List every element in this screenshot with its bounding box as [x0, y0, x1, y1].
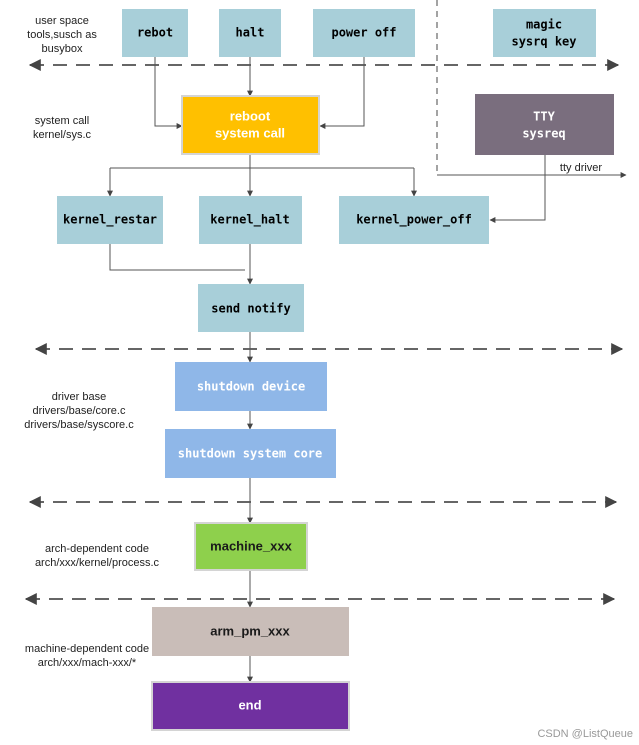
connector-merge-bus	[109, 244, 245, 271]
svg-text:kernel_power_off: kernel_power_off	[356, 213, 472, 228]
box-shutdown-system-core: shutdown system core	[165, 429, 336, 478]
box-machine-xxx: machine_xxx	[194, 522, 308, 571]
svg-text:halt: halt	[236, 26, 265, 40]
svg-text:drivers/base/core.c: drivers/base/core.c	[33, 405, 126, 417]
svg-text:drivers/base/syscore.c: drivers/base/syscore.c	[24, 419, 134, 431]
svg-text:kernel/sys.c: kernel/sys.c	[33, 129, 92, 141]
box-send-notify: send notify	[198, 284, 304, 332]
svg-text:magic: magic	[526, 18, 562, 32]
connector-tty-to-kernel-power-off	[489, 155, 546, 223]
svg-text:kernel_restar: kernel_restar	[63, 213, 157, 228]
svg-text:system call: system call	[35, 115, 89, 127]
box-kernel-power-off: kernel_power_off	[339, 196, 489, 244]
note-user-space: user space tools,susch as busybox	[27, 15, 97, 55]
svg-text:TTY: TTY	[533, 110, 555, 124]
svg-text:machine-dependent code: machine-dependent code	[25, 643, 149, 655]
svg-text:sysreq: sysreq	[522, 127, 565, 141]
svg-text:tools,susch as: tools,susch as	[27, 29, 97, 41]
svg-text:user space: user space	[35, 15, 89, 27]
svg-text:arm_pm_xxx: arm_pm_xxx	[210, 623, 290, 638]
box-kernel-restar: kernel_restar	[57, 196, 163, 244]
svg-text:power off: power off	[331, 26, 396, 40]
svg-text:rebot: rebot	[137, 26, 173, 40]
watermark: CSDN @ListQueue	[537, 728, 633, 740]
svg-text:send notify: send notify	[211, 302, 290, 316]
note-machine-dependent: machine-dependent code arch/xxx/mach-xxx…	[25, 643, 149, 669]
box-reboot-system-call: reboot system call	[181, 95, 320, 155]
svg-text:system call: system call	[215, 125, 285, 140]
svg-text:arch/xxx/kernel/process.c: arch/xxx/kernel/process.c	[35, 557, 160, 569]
svg-text:machine_xxx: machine_xxx	[210, 538, 292, 553]
note-arch-dependent: arch-dependent code arch/xxx/kernel/proc…	[35, 543, 160, 569]
box-halt: halt	[219, 9, 281, 57]
svg-text:end: end	[238, 697, 261, 712]
svg-text:reboot: reboot	[230, 108, 271, 123]
svg-text:shutdown system core: shutdown system core	[178, 447, 323, 461]
box-magic-sysrq-key: magic sysrq key	[493, 9, 596, 57]
connector-rebot-to-syscall	[154, 57, 183, 129]
connector-poweroff-to-syscall	[319, 57, 365, 129]
note-tty-driver: tty driver	[560, 162, 603, 174]
box-power-off: power off	[313, 9, 415, 57]
note-system-call: system call kernel/sys.c	[33, 115, 92, 141]
svg-text:busybox: busybox	[42, 43, 83, 55]
note-driver-base: driver base drivers/base/core.c drivers/…	[24, 391, 134, 431]
box-rebot: rebot	[122, 9, 188, 57]
svg-text:shutdown device: shutdown device	[197, 380, 305, 394]
box-arm-pm-xxx: arm_pm_xxx	[152, 607, 349, 656]
svg-text:arch-dependent code: arch-dependent code	[45, 543, 149, 555]
svg-text:arch/xxx/mach-xxx/*: arch/xxx/mach-xxx/*	[38, 657, 137, 669]
box-kernel-halt: kernel_halt	[199, 196, 302, 244]
svg-text:driver base: driver base	[52, 391, 106, 403]
box-shutdown-device: shutdown device	[175, 362, 327, 411]
box-tty-sysreq: TTY sysreq	[475, 94, 614, 155]
box-end: end	[151, 681, 350, 731]
svg-text:sysrq key: sysrq key	[511, 35, 576, 49]
svg-text:kernel_halt: kernel_halt	[210, 213, 289, 228]
